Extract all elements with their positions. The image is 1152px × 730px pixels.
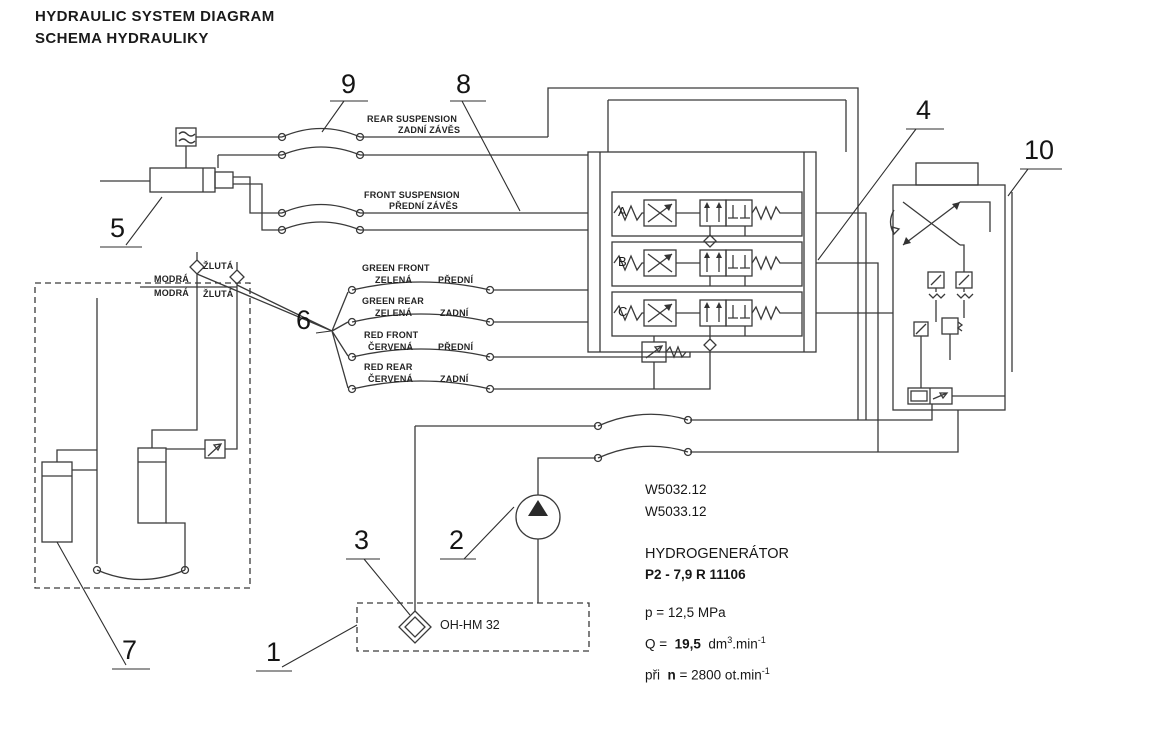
callout-6: 6 — [296, 305, 312, 335]
label-zluta-bottom: ŽLUTÁ — [203, 289, 234, 299]
spec-code-2: W5033.12 — [645, 504, 707, 519]
callout-2: 2 — [449, 525, 465, 555]
spec-flow: Q = 19,5 dm3.min-1 — [645, 635, 766, 652]
label-rear-suspension-en: REAR SUSPENSION — [367, 114, 458, 124]
right-hydraulic-unit — [889, 162, 1013, 411]
speed-prefix: při — [645, 667, 668, 683]
label-red-front-pos: PŘEDNÍ — [438, 342, 474, 352]
callout-leaders — [56, 100, 1062, 672]
label-front-suspension-en: FRONT SUSPENSION — [364, 190, 460, 200]
callout-10: 10 — [1024, 135, 1055, 165]
tank-and-filter — [356, 602, 590, 652]
valve-manifold — [587, 151, 893, 452]
label-red-rear-cz: ČERVENÁ — [368, 374, 414, 384]
label-red-front-en: RED FRONT — [364, 330, 419, 340]
suspension-hose-couplings — [277, 127, 365, 235]
label-green-front-cz: ZELENÁ — [375, 275, 413, 285]
speed-sup: -1 — [761, 666, 770, 676]
label-front-suspension-cz: PŘEDNÍ ZÁVĚS — [389, 201, 458, 211]
speed-rest: = 2800 ot.min — [675, 667, 762, 683]
diagram-title-line2: SCHEMA HYDRAULIKY — [35, 30, 209, 47]
left-suspension-circuit — [34, 274, 251, 589]
diagram-title-line1: HYDRAULIC SYSTEM DIAGRAM — [35, 8, 275, 25]
return-lines — [414, 404, 959, 611]
spec-model: P2 - 7,9 R 11106 — [645, 567, 746, 582]
trunk-lines — [360, 87, 859, 420]
pump — [515, 494, 561, 603]
label-green-rear-cz: ZELENÁ — [375, 308, 413, 318]
callout-9: 9 — [341, 69, 357, 99]
valve-a-label: A — [618, 204, 627, 219]
component-5-cylinder — [100, 127, 282, 231]
label-green-rear-en: GREEN REAR — [362, 296, 425, 306]
valve-b-label: B — [618, 254, 627, 269]
flow-unit-1: dm — [700, 636, 728, 652]
label-green-front-en: GREEN FRONT — [362, 263, 430, 273]
label-green-rear-pos: ZADNÍ — [440, 308, 469, 318]
flow-sup-2: -1 — [757, 635, 766, 645]
colour-circuit-lines — [140, 252, 711, 394]
label-red-front-cz: ČERVENÁ — [368, 342, 414, 352]
callout-4: 4 — [916, 95, 932, 125]
flow-value: 19,5 — [674, 636, 701, 652]
label-modra-bottom: MODRÁ — [154, 288, 189, 298]
flow-unit-2: .min — [732, 636, 758, 652]
flow-sup-1: 3 — [727, 635, 733, 645]
spec-speed: při n = 2800 ot.min-1 — [645, 666, 770, 683]
label-rear-suspension-cz: ZADNÍ ZÁVĚS — [398, 125, 461, 135]
spec-code-1: W5032.12 — [645, 482, 707, 497]
callout-1: 1 — [266, 637, 282, 667]
filter-label: OH-HM 32 — [440, 618, 500, 632]
callout-7: 7 — [122, 635, 138, 665]
label-red-rear-pos: ZADNÍ — [440, 374, 469, 384]
callout-5: 5 — [110, 213, 126, 243]
label-red-rear-en: RED REAR — [364, 362, 413, 372]
label-green-front-pos: PŘEDNÍ — [438, 275, 474, 285]
spec-pressure: p = 12,5 MPa — [645, 605, 726, 620]
valve-c-label: C — [618, 304, 628, 319]
flow-prefix: Q = — [645, 636, 675, 652]
label-modra-top: MODRÁ — [154, 274, 189, 284]
spec-hydrogenerator: HYDROGENERÁTOR — [645, 546, 789, 562]
callout-8: 8 — [456, 69, 472, 99]
speed-n: n — [667, 667, 676, 683]
callout-3: 3 — [354, 525, 370, 555]
label-zluta-top: ŽLUTÁ — [203, 261, 234, 271]
